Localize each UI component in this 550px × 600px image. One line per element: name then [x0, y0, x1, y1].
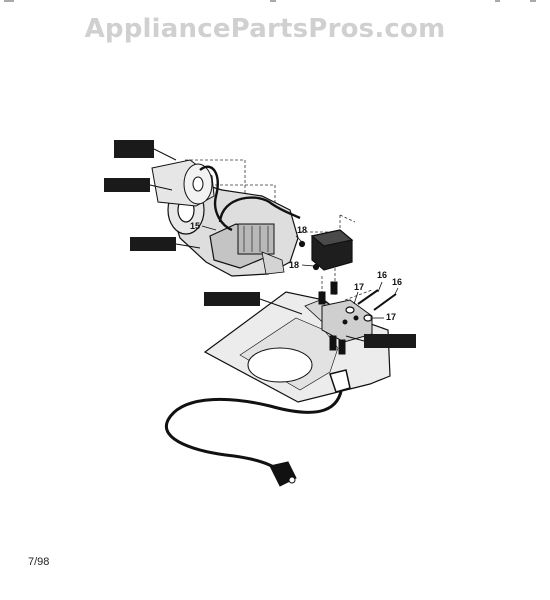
fasteners: [345, 289, 397, 322]
date-code: 7/98: [28, 556, 50, 568]
label-boxes: [104, 140, 416, 348]
connectors: [318, 281, 346, 355]
label-box-2: [104, 178, 150, 192]
callout-16-right: 16: [392, 277, 402, 287]
callout-17-upper: 17: [354, 282, 364, 292]
callout-leaders: [201, 225, 399, 319]
watermark-logo: AppliancePartsPros.com: [84, 14, 446, 44]
bolt-left: [357, 289, 379, 305]
plate-opening: [247, 347, 313, 383]
rotor-part: [151, 159, 215, 207]
washer-left: [345, 306, 355, 314]
callout-18-lower: 18: [289, 260, 299, 270]
wire-harness: [199, 165, 301, 232]
label-box-3: [130, 237, 176, 251]
power-cord: [164, 369, 351, 487]
label-box-5: [364, 334, 416, 348]
label-box-4: [204, 292, 260, 306]
terminal-block: [298, 229, 354, 271]
bolt-right: [373, 293, 397, 311]
label-box-1: [114, 140, 154, 158]
callout-17-lower: 17: [386, 312, 396, 322]
callout-16-left: 16: [377, 270, 387, 280]
callout-15: 15: [190, 221, 200, 231]
callout-18-upper: 18: [297, 225, 307, 235]
